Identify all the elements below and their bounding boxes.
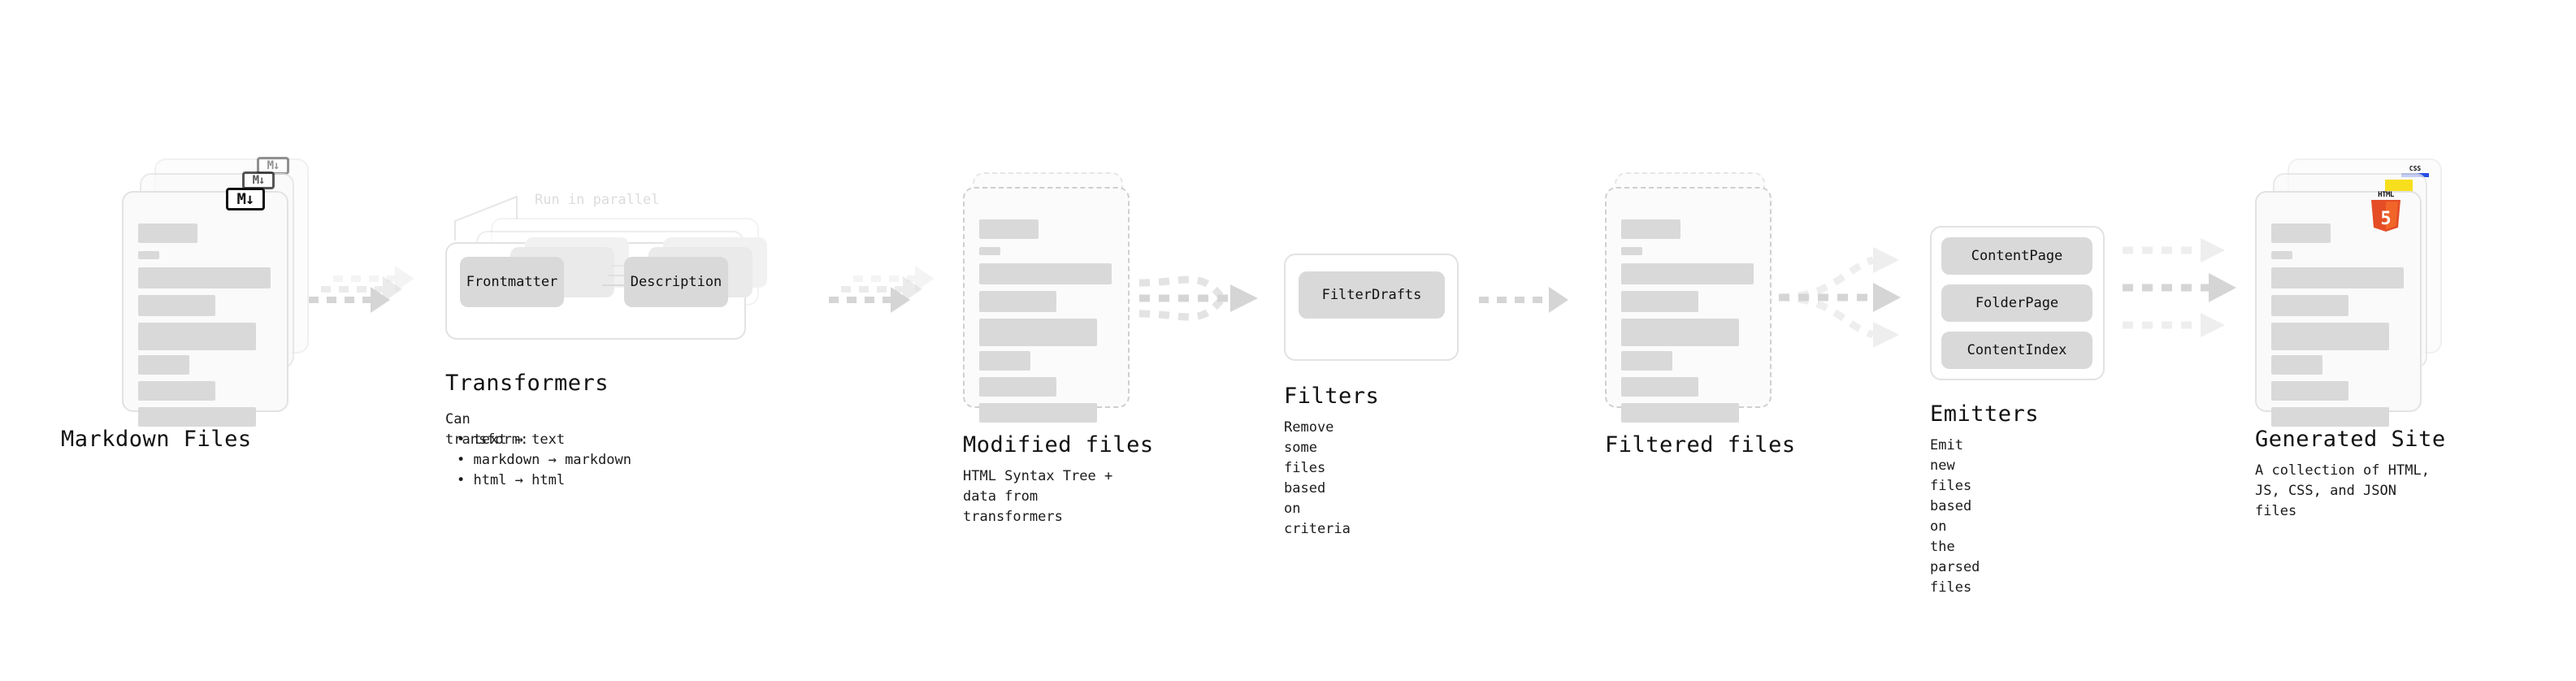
- modified-card-front: [963, 187, 1130, 423]
- skeleton-bar: [2271, 295, 2348, 316]
- markdown-icon: M↓: [226, 188, 265, 210]
- markdown-icon-back: M↓: [257, 157, 289, 175]
- emitter-plugin-folderpage[interactable]: FolderPage: [1941, 284, 2092, 322]
- fanin-arrow: [2123, 238, 2236, 337]
- skeleton-bar: [2271, 251, 2292, 259]
- skeleton-bar: [2271, 323, 2389, 350]
- skeleton-bar: [979, 377, 1056, 397]
- transformer-plugin-frontmatter[interactable]: Frontmatter: [460, 257, 564, 307]
- stage-description: Remove some files based on criteria: [1284, 419, 1351, 537]
- html5-icon-label: HTML: [2378, 191, 2394, 199]
- markdown-card-front: [122, 191, 288, 427]
- emitter-plugin-contentpage[interactable]: ContentPage: [1941, 237, 2092, 275]
- stage-title: Transformers: [445, 371, 609, 396]
- fanout-arrow: [1778, 247, 1901, 348]
- stage-modified-files: Modified files HTML Syntax Tree + data f…: [963, 172, 1153, 525]
- stage-title: Modified files: [963, 432, 1154, 458]
- arrow-main: [309, 287, 390, 313]
- arrow-shaft: [1479, 297, 1550, 303]
- arrow-shaft: [841, 286, 904, 293]
- filter-plugin-filterdrafts[interactable]: FilterDrafts: [1299, 271, 1445, 319]
- transformer-bullet-list: • text → text • markdown → markdown • ht…: [445, 430, 631, 491]
- skeleton-bar: [1621, 291, 1698, 312]
- skeleton-bar: [1621, 319, 1739, 346]
- skeleton-bar: [1621, 351, 1672, 371]
- arrow-shaft: [829, 297, 892, 303]
- filtered-card-stack: [1605, 172, 1776, 423]
- stage-description: Can transform:: [445, 411, 529, 448]
- skeleton-bar: [979, 263, 1112, 284]
- skeleton-bar: [979, 219, 1039, 239]
- skeleton-bar: [2271, 381, 2348, 401]
- skeleton-bar: [979, 319, 1097, 346]
- skeleton-bar: [138, 223, 197, 243]
- run-in-parallel-leader: [454, 195, 518, 241]
- arrow-head: [915, 266, 935, 292]
- arrow-ghost-mid: [321, 276, 402, 302]
- stage-description: Emit new files based on the parsed files: [1930, 437, 1980, 596]
- markdown-card-stack: M↓ M↓ M↓: [122, 157, 309, 427]
- arrow-head: [1549, 287, 1568, 313]
- skeleton-bar: [2271, 355, 2322, 375]
- funnel-arrow: [1138, 275, 1258, 321]
- stage-title: Filtered files: [1605, 432, 1796, 458]
- stage-generated-site: CSS HTML 5 Generated Site A collection o…: [2255, 158, 2445, 519]
- skeleton-bar: [1621, 377, 1698, 397]
- skeleton-bar: [1621, 219, 1680, 239]
- arrow-ghost-back: [853, 266, 935, 292]
- skeleton-bar: [138, 381, 215, 401]
- list-item: • html → html: [457, 472, 566, 488]
- modified-card-stack: [963, 172, 1134, 423]
- arrow-shaft: [309, 297, 372, 303]
- skeleton-bar: [138, 295, 215, 316]
- arrow-main: [829, 287, 910, 313]
- arrow-ghost-mid: [841, 276, 922, 302]
- skeleton-bar: [2271, 267, 2404, 288]
- arrow-main: [1479, 287, 1568, 313]
- svg-text:5: 5: [2380, 209, 2391, 229]
- skeleton-bar: [138, 355, 189, 375]
- skeleton-bar: [979, 247, 1000, 255]
- list-item: • markdown → markdown: [457, 452, 631, 468]
- stage-title: Emitters: [1930, 401, 2040, 427]
- skeleton-bar: [2271, 223, 2331, 243]
- filtered-card-front: [1605, 187, 1772, 423]
- site-card-front: [2255, 191, 2422, 427]
- stage-description: A collection of HTML, JS, CSS, and JSON …: [2255, 462, 2430, 519]
- stage-filtered-files: Filtered files: [1605, 172, 1795, 458]
- skeleton-bar: [979, 291, 1056, 312]
- stage-title: Generated Site: [2255, 427, 2446, 452]
- stage-title: Filters: [1284, 384, 1380, 409]
- arrow-head: [891, 287, 910, 313]
- transformer-plugin-description[interactable]: Description: [624, 257, 728, 307]
- skeleton-bar: [1621, 263, 1754, 284]
- skeleton-bar: [979, 351, 1030, 371]
- arrow-shaft: [321, 286, 384, 293]
- skeleton-bar: [138, 323, 256, 350]
- html5-icon: HTML 5: [2369, 191, 2403, 232]
- list-item: • text → text: [457, 432, 566, 448]
- stage-title: Markdown Files: [61, 427, 252, 452]
- emitter-plugin-contentindex[interactable]: ContentIndex: [1941, 332, 2092, 369]
- arrow-shaft: [853, 275, 917, 282]
- skeleton-bar: [2271, 407, 2389, 427]
- arrow-head: [371, 287, 390, 313]
- css3-icon-label: CSS: [2409, 165, 2422, 172]
- arrow-ghost-back: [333, 266, 414, 292]
- run-in-parallel-label: Run in parallel: [535, 192, 660, 208]
- markdown-icon-mid: M↓: [242, 171, 275, 189]
- skeleton-bar: [138, 267, 271, 288]
- stage-description: HTML Syntax Tree + data from transformer…: [963, 468, 1113, 525]
- arrow-shaft: [333, 275, 397, 282]
- site-card-stack: CSS HTML 5: [2255, 158, 2442, 427]
- skeleton-bar: [138, 251, 159, 259]
- skeleton-bar: [1621, 403, 1739, 423]
- skeleton-bar: [138, 407, 256, 427]
- stage-markdown-files: M↓ M↓ M↓ Markdown Files: [61, 157, 309, 452]
- skeleton-bar: [1621, 247, 1642, 255]
- skeleton-bar: [979, 403, 1097, 423]
- arrow-head: [395, 266, 414, 292]
